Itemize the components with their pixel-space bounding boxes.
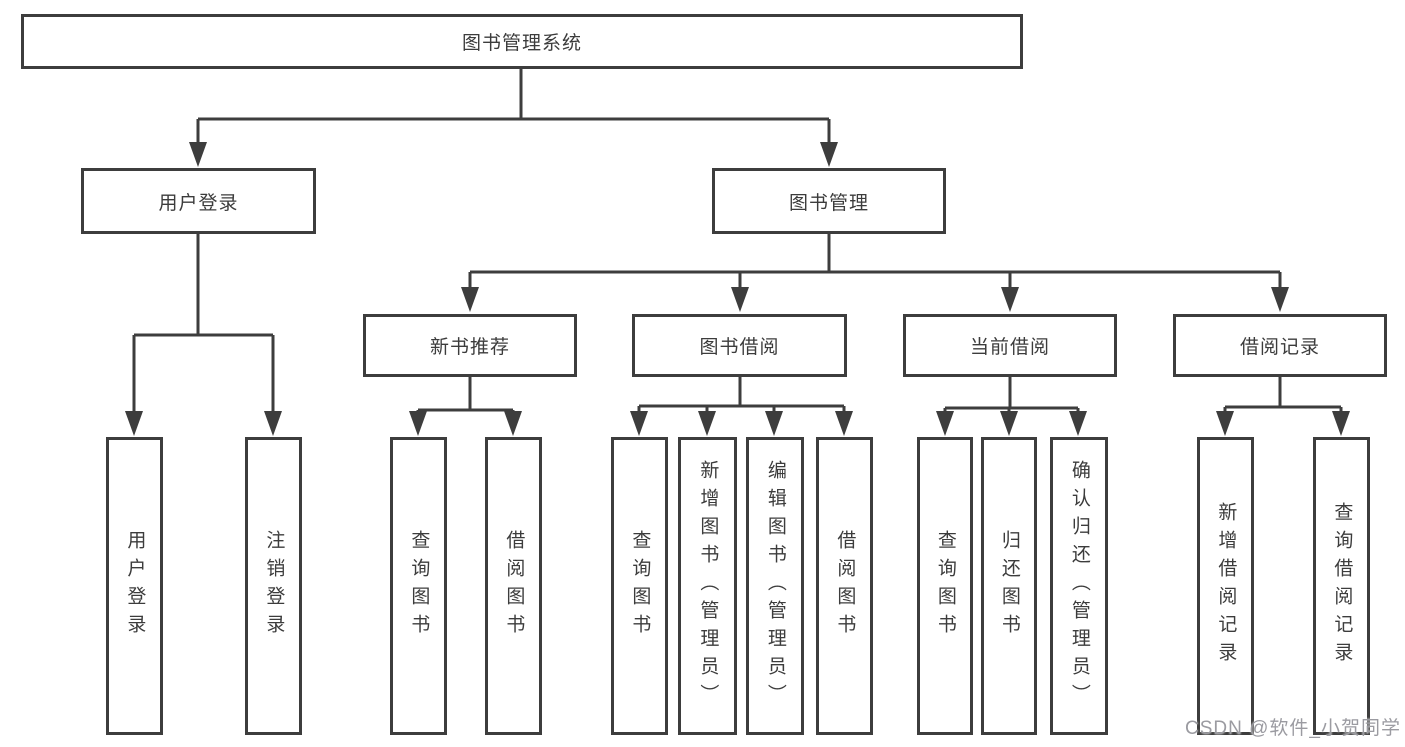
- node-label: 用户登录: [124, 530, 146, 642]
- connector-new-book-recommend-to-children: [409, 377, 522, 436]
- watermark: CSDN @软件_小贺同学: [1185, 718, 1401, 739]
- arrowhead: [1271, 287, 1289, 312]
- arrowhead: [765, 411, 783, 436]
- arrowhead: [731, 287, 749, 312]
- node-label: 查询图书: [629, 530, 651, 642]
- node-label: 确认归还（管理员）: [1068, 460, 1090, 712]
- leaf-newbook-query-books: 查询图书: [390, 437, 447, 735]
- node-borrow-records: 借阅记录: [1173, 314, 1387, 377]
- leaf-user-login: 用户登录: [106, 437, 163, 735]
- arrowhead: [698, 411, 716, 436]
- connector-root-to-branches: [189, 69, 838, 167]
- leaf-borrow-edit-books-admin: 编辑图书（管理员）: [746, 437, 804, 735]
- node-user-login: 用户登录: [81, 168, 316, 234]
- node-new-book-recommend: 新书推荐: [363, 314, 577, 377]
- arrowhead: [630, 411, 648, 436]
- node-label: 查询借阅记录: [1331, 502, 1353, 670]
- connector-user-login-to-children: [125, 234, 282, 436]
- leaf-current-query-books: 查询图书: [917, 437, 973, 735]
- node-label: 借阅图书: [503, 530, 525, 642]
- node-label: 归还图书: [998, 530, 1020, 642]
- leaf-logout: 注销登录: [245, 437, 302, 735]
- leaf-newbook-borrow-books: 借阅图书: [485, 437, 542, 735]
- node-label: 新增借阅记录: [1215, 502, 1237, 670]
- node-root: 图书管理系统: [21, 14, 1023, 69]
- leaf-records-add-record: 新增借阅记录: [1197, 437, 1254, 735]
- arrowhead: [1069, 411, 1087, 436]
- arrowhead: [461, 287, 479, 312]
- arrowhead: [504, 411, 522, 436]
- arrowhead: [264, 411, 282, 436]
- node-label: 注销登录: [263, 530, 285, 642]
- arrowhead: [1000, 411, 1018, 436]
- leaf-borrow-add-books-admin: 新增图书（管理员）: [678, 437, 737, 735]
- node-label: 编辑图书（管理员）: [764, 460, 786, 712]
- node-label: 借阅图书: [834, 530, 856, 642]
- node-label: 查询图书: [934, 530, 956, 642]
- connector-book-borrow-to-children: [630, 377, 853, 436]
- node-label: 借阅记录: [1239, 337, 1320, 358]
- connector-borrow-records-to-children: [1216, 377, 1350, 436]
- node-label: 查询图书: [408, 530, 430, 642]
- node-book-borrow: 图书借阅: [632, 314, 847, 377]
- arrowhead: [936, 411, 954, 436]
- node-book-management: 图书管理: [712, 168, 946, 234]
- connector-book-management-to-sections: [461, 234, 1289, 312]
- arrowhead: [820, 142, 838, 167]
- leaf-borrow-borrow-books: 借阅图书: [816, 437, 873, 735]
- arrowhead: [1001, 287, 1019, 312]
- node-label: 新书推荐: [429, 337, 510, 358]
- leaf-current-confirm-return-admin: 确认归还（管理员）: [1050, 437, 1108, 735]
- connector-current-borrow-to-children: [936, 377, 1087, 436]
- node-current-borrow: 当前借阅: [903, 314, 1117, 377]
- arrowhead: [1332, 411, 1350, 436]
- arrowhead: [189, 142, 207, 167]
- leaf-records-query-record: 查询借阅记录: [1313, 437, 1370, 735]
- node-label: 图书管理: [788, 192, 869, 214]
- arrowhead: [1216, 411, 1234, 436]
- node-label: 新增图书（管理员）: [697, 460, 719, 712]
- leaf-borrow-query-books: 查询图书: [611, 437, 668, 735]
- node-label: 图书管理系统: [461, 33, 582, 54]
- node-label: 图书借阅: [699, 337, 780, 358]
- arrowhead: [835, 411, 853, 436]
- node-label: 当前借阅: [969, 337, 1050, 358]
- node-label: 用户登录: [158, 192, 239, 214]
- arrowhead: [409, 411, 427, 436]
- leaf-current-return-books: 归还图书: [981, 437, 1037, 735]
- arrowhead: [125, 411, 143, 436]
